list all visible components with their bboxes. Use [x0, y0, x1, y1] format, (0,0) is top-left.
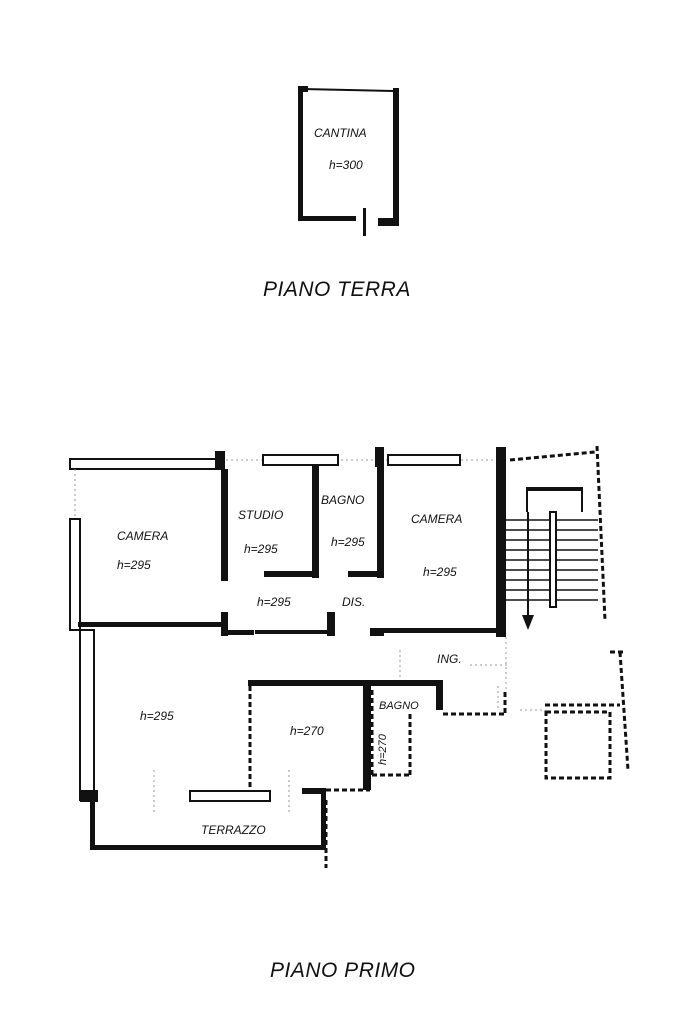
cantina-height: h=300 — [329, 158, 363, 172]
bagno-small-height: h=270 — [377, 733, 389, 765]
corridor-height: h=295 — [257, 595, 291, 609]
bagno-small-label: BAGNO — [379, 700, 419, 712]
piano-primo-title: PIANO PRIMO — [270, 959, 416, 982]
terrazzo-label: TERRAZZO — [201, 823, 266, 837]
piano-terra-title: PIANO TERRA — [263, 278, 411, 301]
dis-label: DIS. — [342, 595, 365, 609]
camera-right-height: h=295 — [423, 565, 457, 579]
soggiorno-height: h=295 — [140, 709, 174, 723]
studio-label: STUDIO — [238, 508, 283, 522]
cantina-label: CANTINA — [314, 126, 367, 140]
cantina-plan — [298, 86, 399, 236]
camera-left-height: h=295 — [117, 558, 151, 572]
studio-height: h=295 — [244, 542, 278, 556]
cucina-height: h=270 — [290, 724, 324, 738]
bagno-top-height: h=295 — [331, 535, 365, 549]
bagno-top-label: BAGNO — [321, 493, 364, 507]
camera-right-label: CAMERA — [411, 512, 462, 526]
piano-primo-plan — [69, 445, 630, 868]
camera-left-label: CAMERA — [117, 529, 168, 543]
ing-label: ING. — [437, 652, 462, 666]
